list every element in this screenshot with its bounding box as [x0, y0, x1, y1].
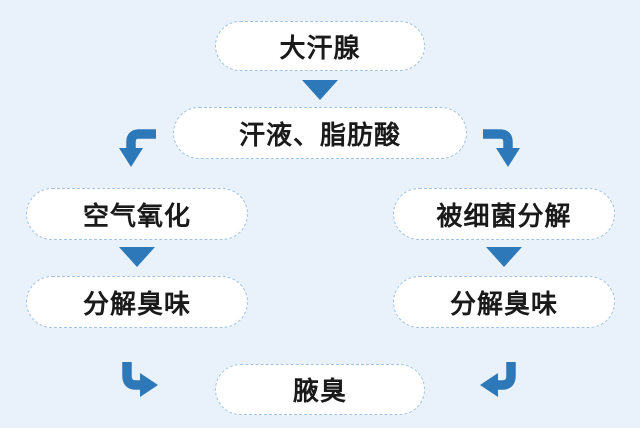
elbow-arrow-left-down-icon	[118, 127, 158, 169]
elbow-arrow-down-left-icon	[478, 360, 518, 400]
node-decomposition-odor-left: 分解臭味	[26, 276, 248, 328]
arrow-down-icon	[301, 80, 339, 101]
elbow-arrow-right-down-icon	[481, 127, 521, 169]
elbow-arrow-down-right-icon	[120, 360, 160, 400]
arrow-down-icon	[485, 247, 523, 268]
node-apocrine-gland: 大汗腺	[215, 21, 425, 71]
node-air-oxidation: 空气氧化	[26, 188, 248, 240]
node-bacterial-decomposition: 被细菌分解	[393, 188, 615, 240]
node-sweat-fatty-acids: 汗液、脂肪酸	[173, 107, 467, 159]
node-body-odor: 腋臭	[215, 364, 425, 415]
arrow-down-icon	[118, 247, 156, 268]
node-decomposition-odor-right: 分解臭味	[393, 276, 615, 328]
